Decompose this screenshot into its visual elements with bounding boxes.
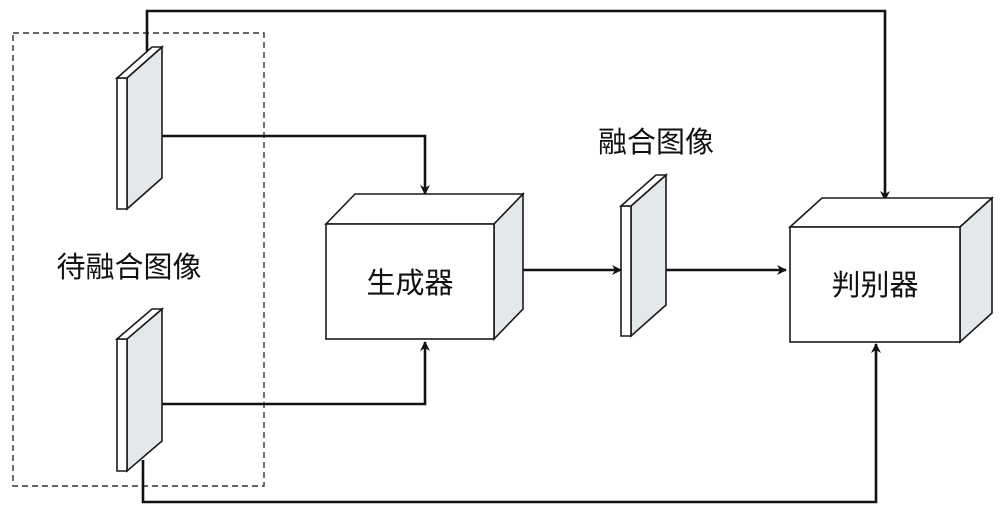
source-image-plate-bottom bbox=[114, 307, 165, 473]
discriminator-block bbox=[787, 196, 995, 344]
generator-block bbox=[324, 192, 525, 341]
arrow-source-top-to-generator bbox=[160, 134, 430, 195]
fused-image-label: 融合图像 bbox=[598, 125, 714, 159]
arrow-source-bottom-to-generator bbox=[160, 341, 430, 406]
source-image-plate-top bbox=[114, 45, 165, 211]
arrow-source-top-to-discriminator bbox=[145, 9, 890, 201]
source-images-group-box bbox=[12, 32, 265, 487]
fused-image-plate bbox=[618, 173, 669, 338]
discriminator-label: 判别器 bbox=[831, 268, 918, 302]
generator-label: 生成器 bbox=[366, 266, 453, 300]
source-images-label: 待融合图像 bbox=[56, 250, 201, 284]
arrow-source-bottom-to-discriminator bbox=[141, 343, 881, 504]
